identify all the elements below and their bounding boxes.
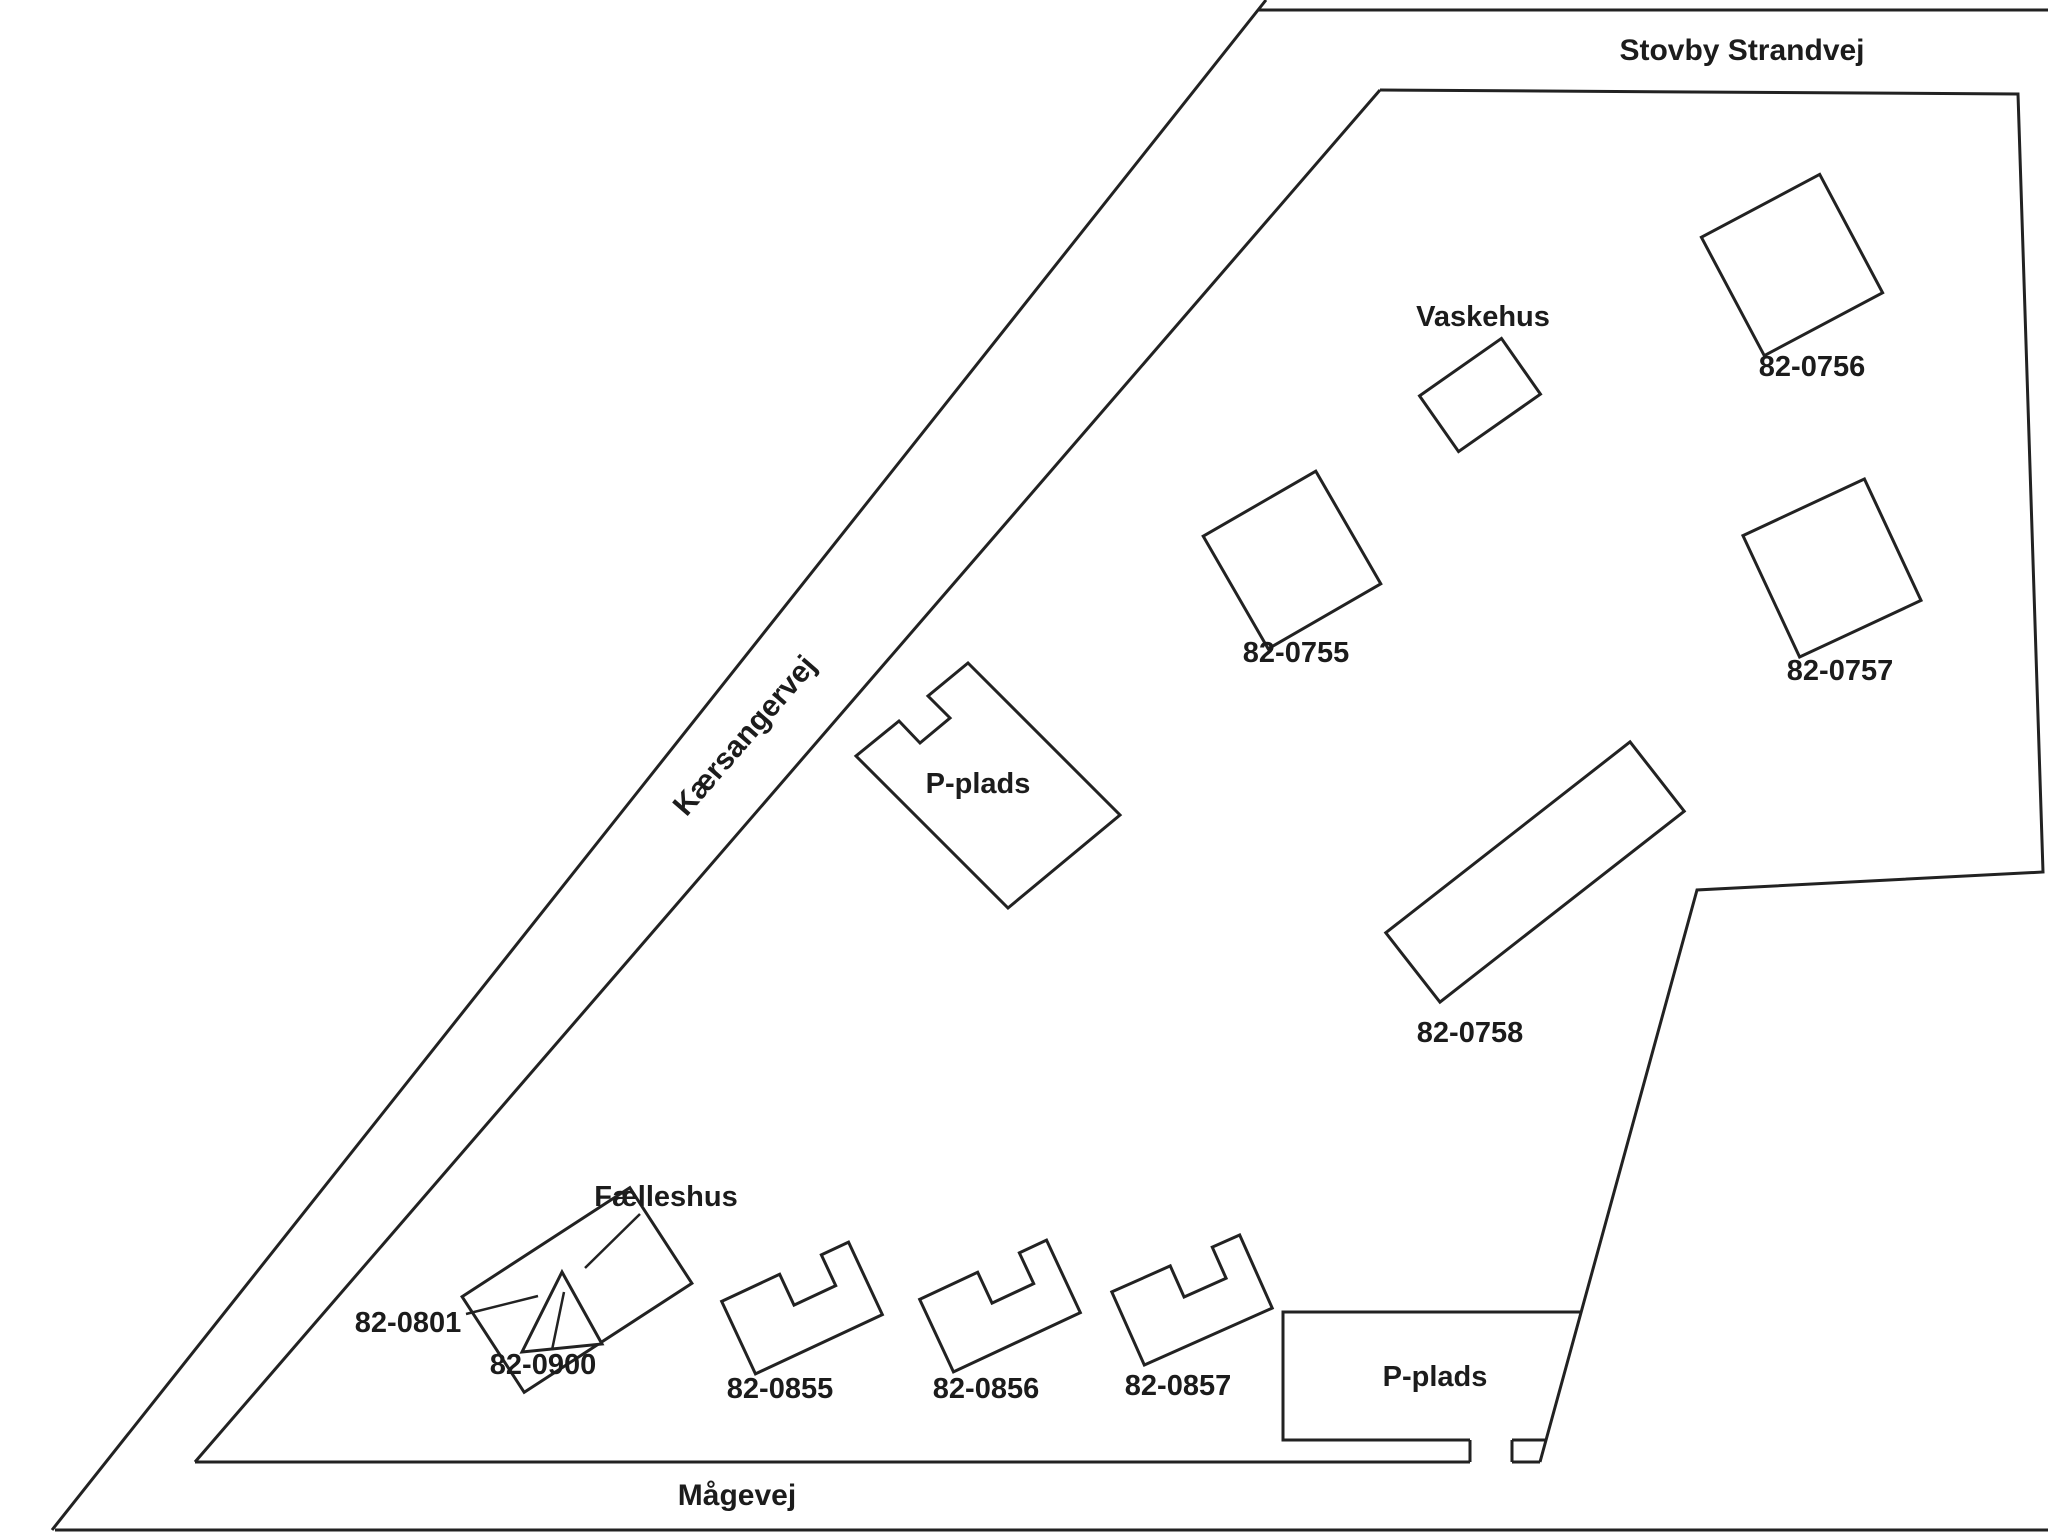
parking-lower-outline [1281,1310,1581,1462]
kaersangervej-east-edge [193,89,1382,1463]
building-82-0856 [917,1238,1083,1374]
plot-82-0755-label: 82-0755 [1243,637,1349,669]
faelleshus-leader-line [584,1213,641,1269]
building-82-0857 [1109,1233,1275,1367]
kaersangervej-label: Kærsangervej [667,649,823,822]
vaskehus-label: Vaskehus [1416,301,1550,333]
plot-82-0857-label: 82-0857 [1125,1370,1231,1402]
plot-82-0756-label: 82-0756 [1759,351,1865,383]
plot-82-0757-label: 82-0757 [1787,655,1893,687]
building-82-0755 [1201,469,1383,651]
parking-lower-label: P-plads [1383,1361,1488,1393]
building-82-0900-triangle [519,1268,605,1354]
parking-upper-label: P-plads [926,768,1031,800]
plot-82-0801-label: 82-0801 [355,1307,461,1339]
plot-82-0856-label: 82-0856 [933,1373,1039,1405]
parking-upper-outline [853,660,1123,911]
building-vaskehus [1417,336,1543,454]
plot-82-0758-label: 82-0758 [1417,1017,1523,1049]
kaersangervej-west-edge [50,0,1268,1531]
parcel-boundary-north-east [1379,88,2045,1463]
plot-82-0801-leader-line [465,1294,539,1316]
faelleshus-label: Fælleshus [594,1181,737,1213]
stovby-strandvej-label: Stovby Strandvej [1619,34,1864,67]
plot-82-0855-label: 82-0855 [727,1373,833,1405]
building-82-0756 [1699,172,1885,358]
plot-82-0900-leader-line [550,1291,566,1351]
building-faelleshus [460,1185,694,1395]
maagevej-label: Mågevej [678,1479,796,1512]
plot-82-0900-label: 82-0900 [490,1349,596,1381]
building-82-0757 [1740,476,1924,660]
building-82-0758 [1383,739,1687,1005]
building-82-0855 [719,1240,885,1376]
